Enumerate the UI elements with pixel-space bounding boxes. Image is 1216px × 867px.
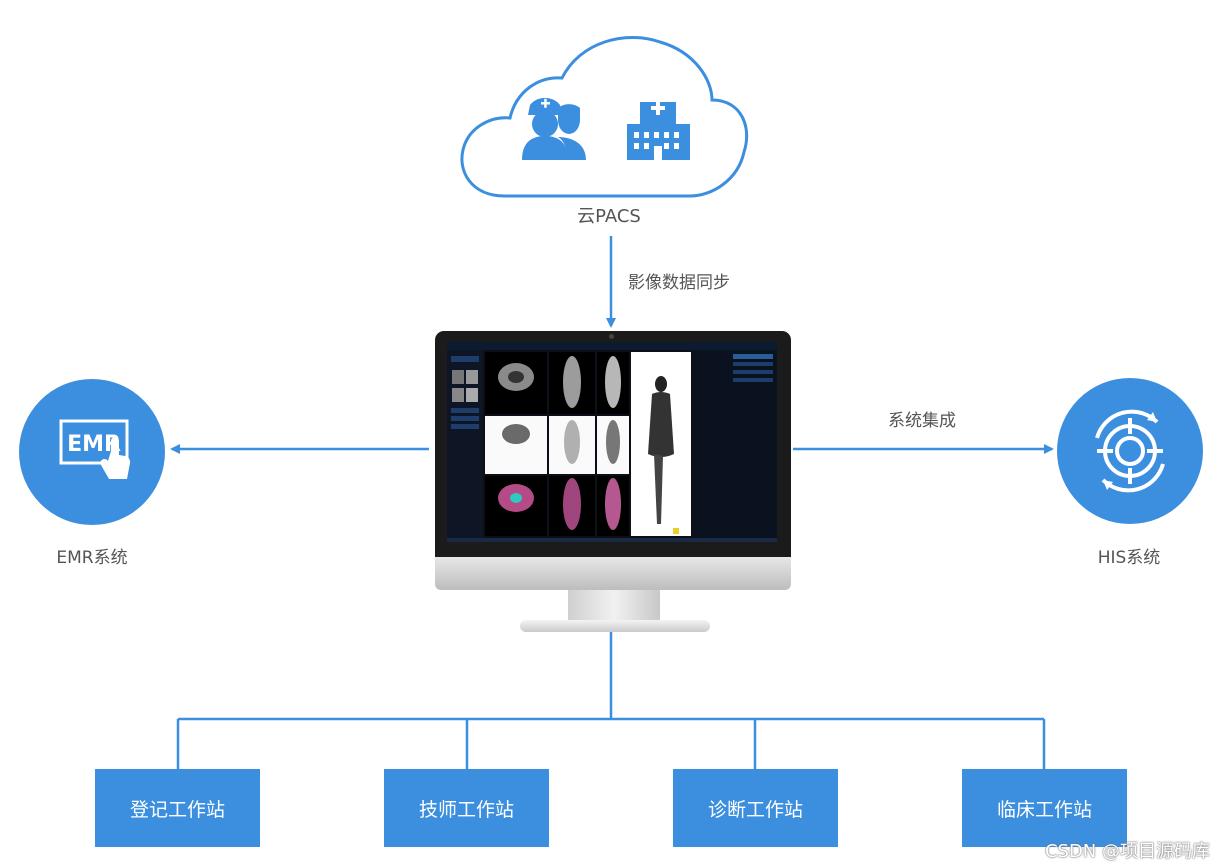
emr-touch-icon: EMR — [59, 419, 131, 479]
monitor-base — [520, 620, 710, 632]
workstation-label: 临床工作站 — [996, 798, 1092, 821]
webcam — [609, 334, 614, 339]
workstation-label: 诊断工作站 — [707, 798, 803, 821]
workstation-label: 登记工作站 — [129, 798, 225, 821]
workstation-diagnosis[interactable]: 诊断工作站 — [673, 769, 838, 847]
cloud-pacs-label: 云PACS — [577, 206, 641, 227]
integration-label: 系统集成 — [888, 411, 956, 431]
monitor-stand — [568, 590, 660, 622]
workstation-technician[interactable]: 技师工作站 — [384, 769, 549, 847]
watermark: CSDN @项目源码库 — [1044, 841, 1210, 862]
pacs-viewer-image — [447, 342, 777, 542]
emr-system-label: EMR系统 — [56, 548, 128, 568]
emr-system-node[interactable]: EMR — [19, 379, 165, 525]
monitor-chin — [435, 557, 791, 590]
pacs-viewer-screen[interactable] — [447, 342, 777, 542]
workstation-clinical[interactable]: 临床工作站 — [962, 769, 1127, 847]
target-sync-icon — [1095, 409, 1165, 493]
workstation-connector — [176, 632, 1046, 769]
cloud-shape — [460, 36, 749, 198]
his-system-label: HIS系统 — [1097, 548, 1161, 568]
sync-label: 影像数据同步 — [628, 273, 730, 293]
workstation-label: 技师工作站 — [418, 798, 514, 821]
his-system-node[interactable] — [1057, 378, 1203, 524]
hospital-icon — [627, 101, 690, 160]
doctors-icon — [522, 97, 586, 160]
workstation-registration[interactable]: 登记工作站 — [95, 769, 260, 847]
